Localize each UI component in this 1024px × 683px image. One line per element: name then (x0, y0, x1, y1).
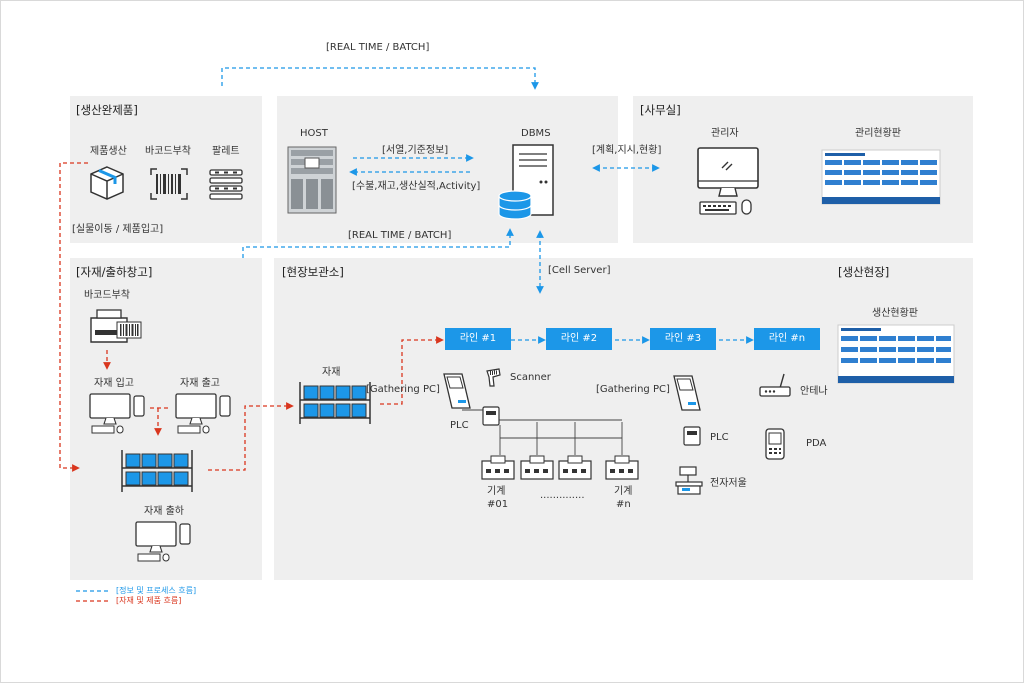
barcode-printer-icon (90, 309, 142, 343)
manager-label: 관리자 (711, 128, 739, 139)
host-label: HOST (300, 128, 328, 139)
warehouse-barcode-label: 바코드부착 (84, 290, 130, 301)
pda-label: PDA (806, 438, 827, 449)
server-flow-1: [서열,기준정보] (382, 145, 449, 156)
dbms-server-icon (498, 144, 554, 220)
line-box-1: 라인 #1 (445, 328, 511, 350)
machine-dots: .............. (540, 490, 585, 501)
shipping-pc-icon (135, 521, 191, 562)
warehouse-rack-icon (121, 450, 193, 492)
pda-icon (765, 428, 785, 460)
panel-site (274, 258, 973, 580)
pallet-icon (209, 169, 243, 200)
top-flow-label: [REAL TIME / BATCH] (326, 42, 430, 53)
product-item-3: 팔레트 (212, 146, 240, 157)
prod-board-label: 생산현황판 (872, 308, 918, 319)
machine-1-icon (481, 455, 515, 480)
barcode-icon (150, 168, 188, 200)
mid-flow-label: [REAL TIME / BATCH] (348, 230, 452, 241)
machine-1-label-b: #01 (487, 499, 509, 510)
line-box-n: 라인 #n (754, 328, 820, 350)
scanner-label: Scanner (510, 372, 551, 383)
legend-material-text: [자재 및 제품 흐름] (116, 596, 182, 605)
legend-info-text: [정보 및 프로세스 흐름] (116, 586, 197, 595)
kiosk-1-icon (443, 373, 471, 409)
material-label: 자재 (322, 367, 341, 378)
machine-n-label-a: 기계 (614, 486, 633, 497)
machine-2-icon (520, 455, 554, 480)
machine-n-label-b: #n (616, 499, 631, 510)
section-production-title: [생산현장] (838, 265, 890, 279)
inbound-label: 자재 입고 (94, 378, 134, 389)
outbound-pc-icon (175, 393, 231, 434)
shipping-label: 자재 출하 (144, 506, 184, 517)
outbound-label: 자재 출고 (180, 378, 220, 389)
product-item-1: 제품생산 (90, 146, 127, 157)
plc-2-label: PLC (710, 432, 729, 443)
box-icon (90, 166, 124, 200)
host-server-icon (287, 146, 337, 214)
section-product-title: [생산완제품] (76, 103, 138, 117)
machine-3-icon (558, 455, 592, 480)
dbms-label: DBMS (521, 128, 551, 139)
kiosk-2-icon (673, 375, 701, 411)
gathering-pc-1-label: [Gathering PC] (366, 384, 440, 395)
plc-1-icon (482, 406, 500, 426)
scale-icon (675, 466, 703, 495)
section-office-title: [사무실] (640, 103, 681, 117)
manager-pc-icon (697, 147, 759, 215)
production-dashboard-icon (837, 324, 955, 384)
line-box-3: 라인 #3 (650, 328, 716, 350)
machine-n-icon (605, 455, 639, 480)
dashboard-label: 관리현황판 (855, 128, 901, 139)
line-box-2: 라인 #2 (546, 328, 612, 350)
section-warehouse-title: [자재/출하창고] (76, 265, 153, 279)
product-item-2: 바코드부착 (145, 146, 191, 157)
section-site-title: [현장보관소] (282, 265, 344, 279)
site-rack-icon (299, 382, 371, 424)
scanner-icon (486, 368, 501, 387)
office-flow-label: [계획,지시,현황] (592, 145, 662, 156)
product-move-label: [실물이동 / 제품입고] (72, 224, 164, 235)
server-flow-2: [수불,재고,생산실적,Activity] (352, 181, 481, 192)
machine-1-label-a: 기계 (487, 486, 506, 497)
antenna-label: 안테나 (800, 386, 828, 397)
plc-2-icon (683, 426, 701, 446)
cell-server-label: [Cell Server] (548, 265, 611, 276)
antenna-icon (759, 373, 791, 397)
gathering-pc-2-label: [Gathering PC] (596, 384, 670, 395)
office-dashboard-icon (821, 149, 941, 205)
inbound-pc-icon (89, 393, 145, 434)
scale-label: 전자저울 (710, 478, 747, 489)
plc-1-label: PLC (450, 420, 469, 431)
